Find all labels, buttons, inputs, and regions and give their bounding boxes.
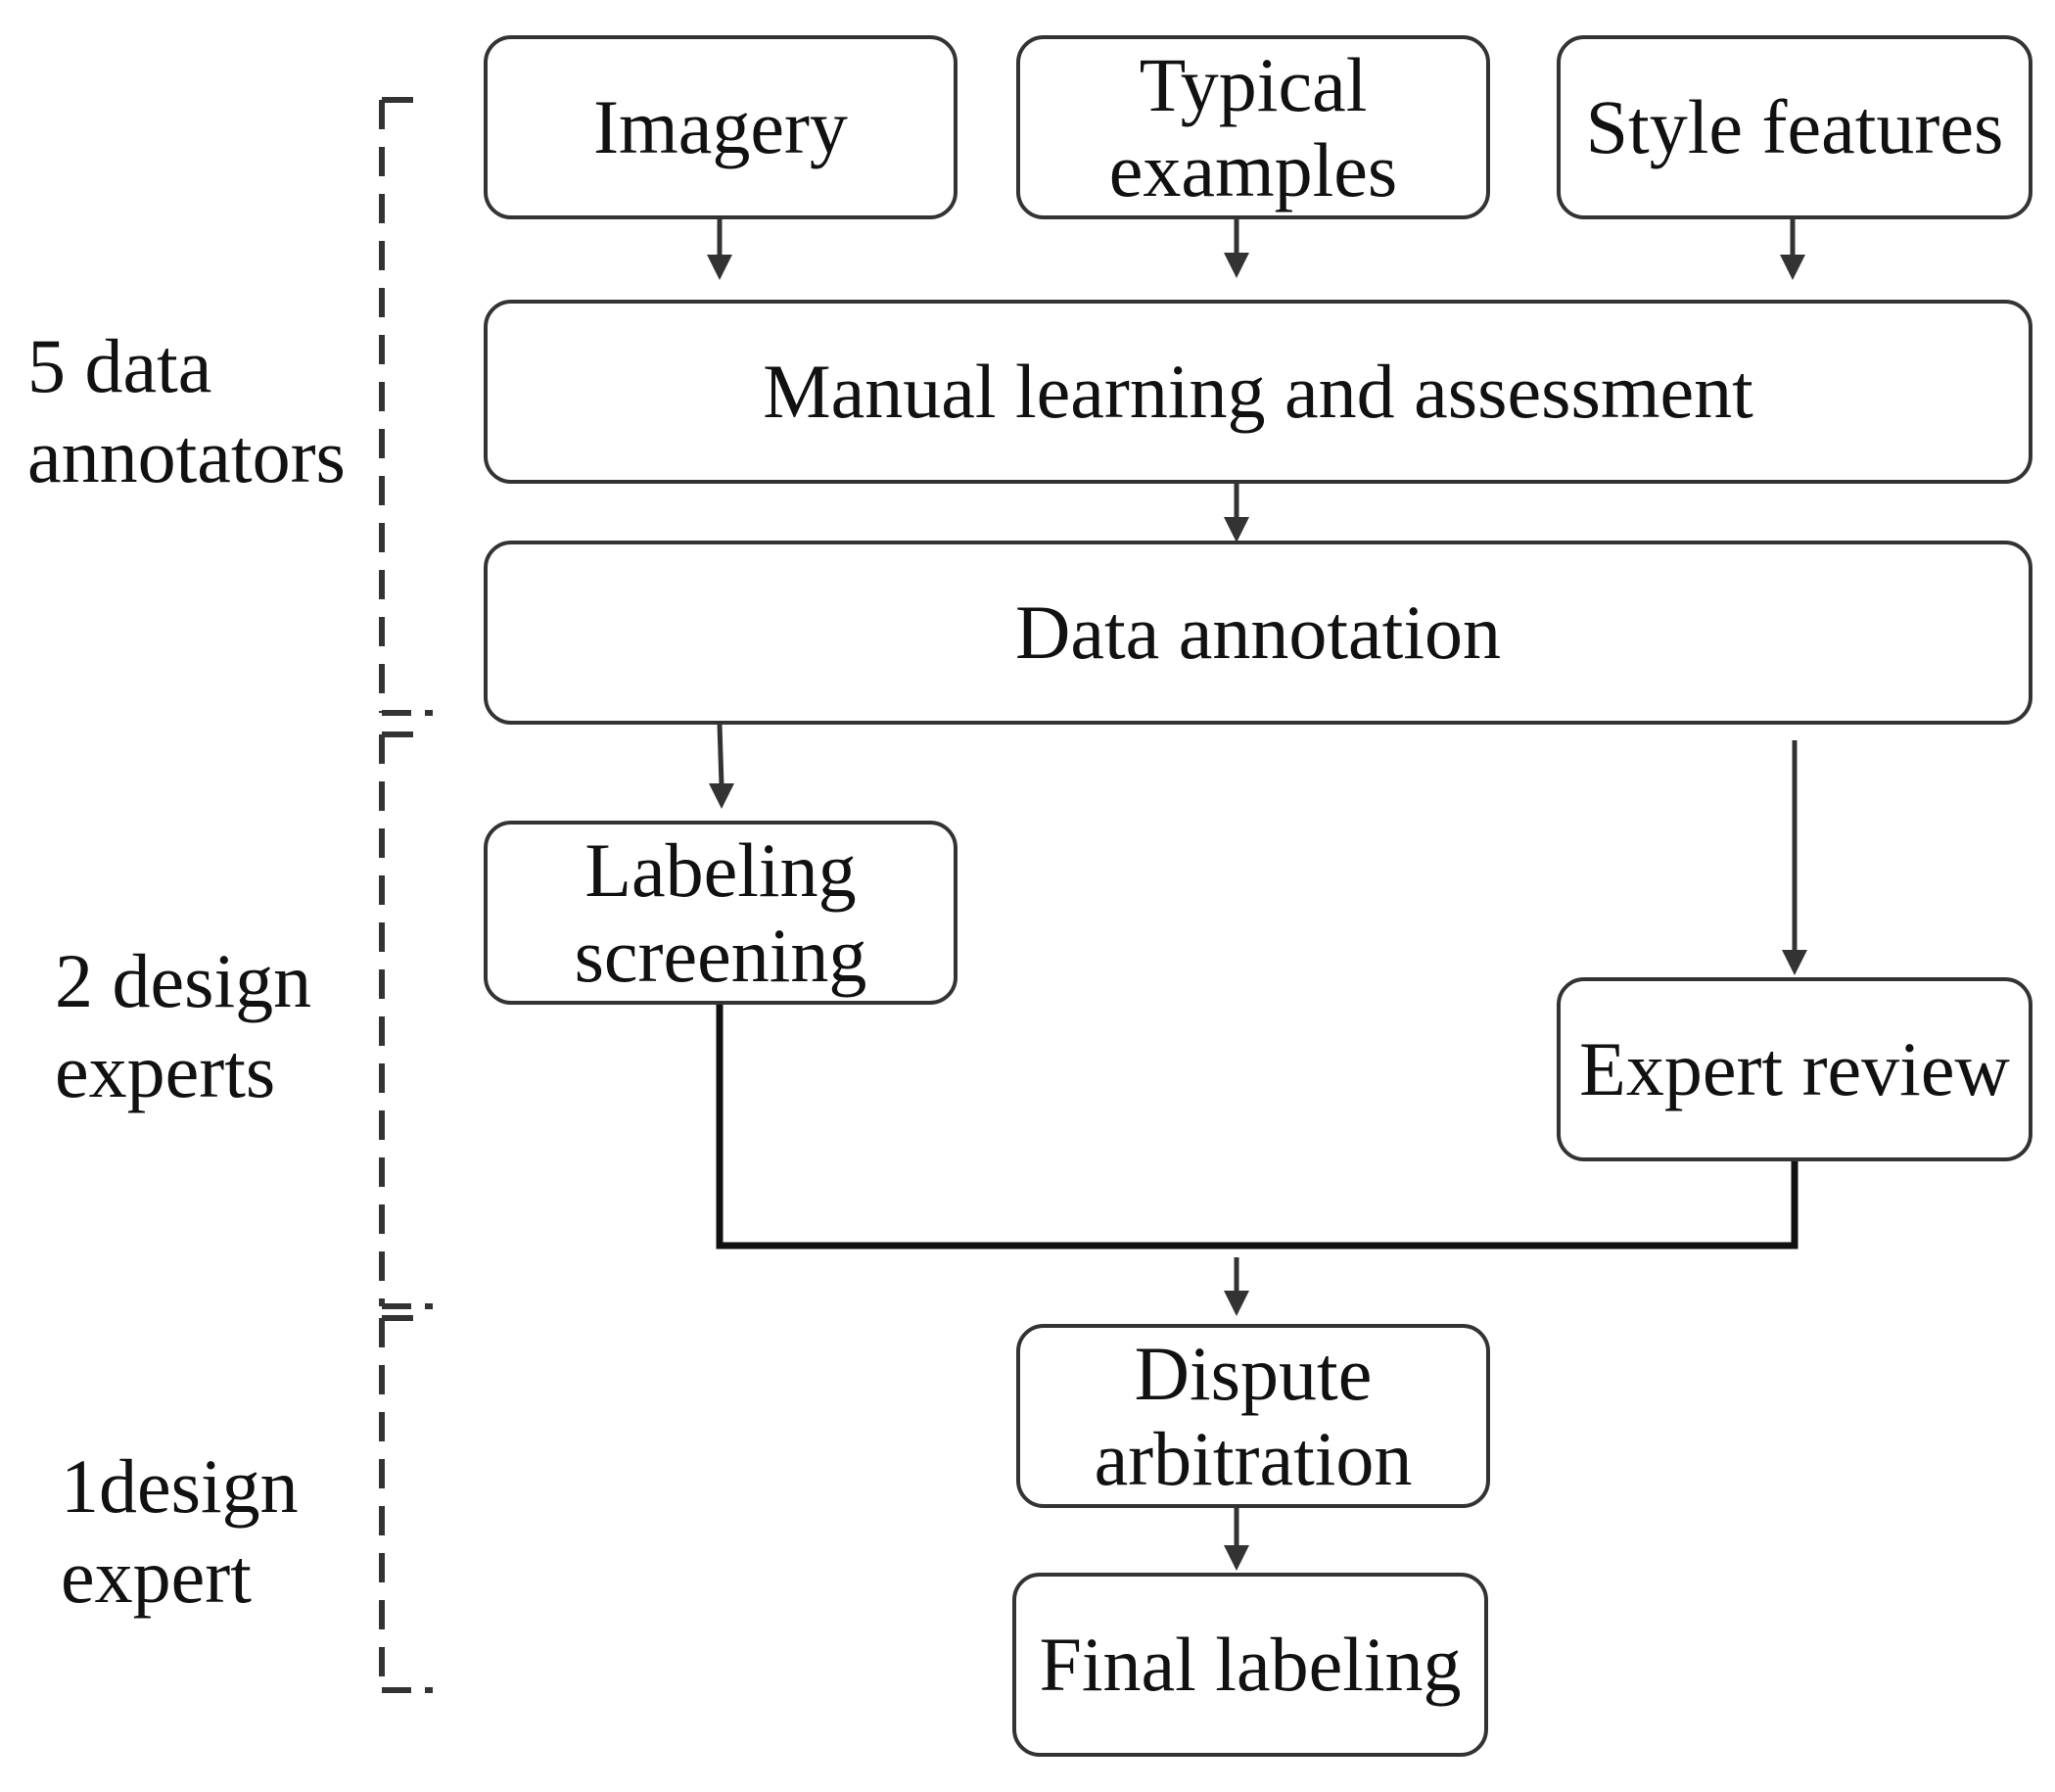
arrow-examples-to-manual: [1224, 219, 1249, 278]
node-final-labeling: Final labeling: [1012, 1573, 1488, 1757]
bracket-annotators-ticks: [382, 97, 433, 716]
arrow-annotation-to-review: [1782, 740, 1807, 975]
bracket-design-experts-ticks: [382, 731, 433, 1309]
arrow-manual-to-annotation: [1224, 484, 1249, 542]
group-label-annotators: 5 data annotators: [27, 323, 346, 499]
arrow-merge-to-dispute: [1224, 1257, 1249, 1316]
group-label-design-experts: 2 design experts: [55, 938, 312, 1114]
arrow-annotation-to-screening: [709, 724, 734, 809]
group-label-design-expert: 1design expert: [61, 1443, 299, 1620]
merge-connector: [716, 1005, 1798, 1250]
node-manual-learning: Manual learning and assessment: [484, 300, 2032, 484]
node-expert-review: Expert review: [1557, 977, 2032, 1161]
node-imagery: Imagery: [484, 35, 957, 219]
arrow-dispute-to-final: [1224, 1508, 1249, 1571]
node-typical-examples: Typical examples: [1016, 35, 1490, 219]
arrow-imagery-to-manual: [707, 219, 732, 280]
node-dispute-arbitration: Dispute arbitration: [1016, 1324, 1490, 1508]
bracket-design-expert-ticks: [382, 1315, 433, 1693]
arrow-style-to-manual: [1780, 219, 1805, 280]
node-labeling-screening: Labeling screening: [484, 821, 957, 1005]
node-data-annotation: Data annotation: [484, 541, 2032, 725]
node-style-features: Style features: [1557, 35, 2032, 219]
